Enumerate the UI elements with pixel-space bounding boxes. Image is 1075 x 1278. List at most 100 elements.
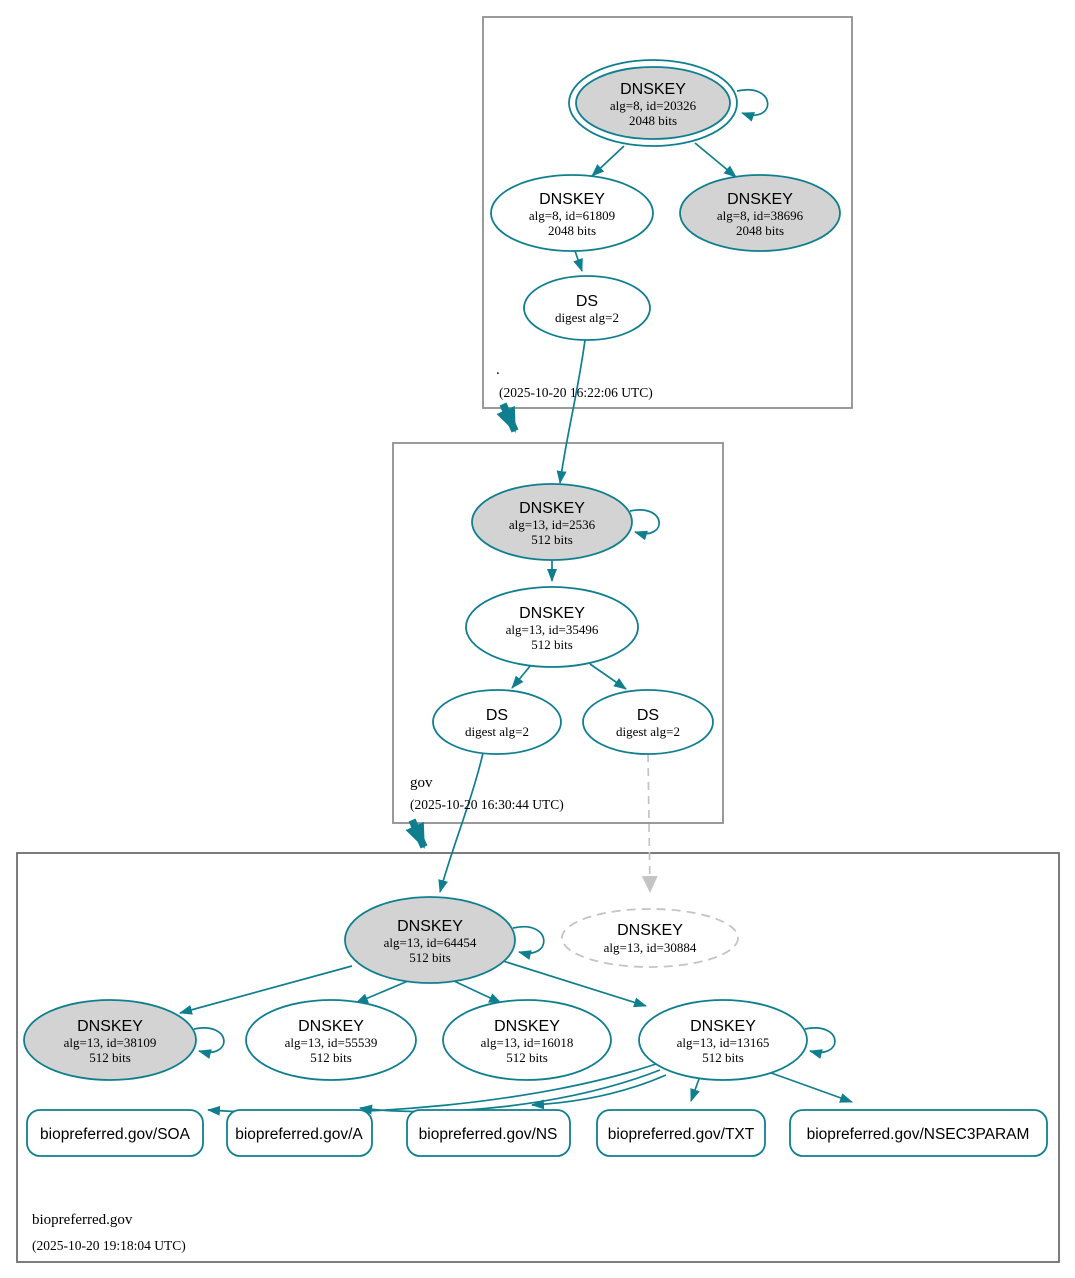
node-bio-key-38109[interactable]: DNSKEY alg=13, id=38109 512 bits (23, 999, 197, 1081)
root-key38696-ellipse (679, 174, 841, 252)
gov-ds-left-ellipse (432, 689, 562, 755)
edge-bioksk-selfloop (512, 925, 545, 960)
zone-box-gov (392, 442, 724, 824)
bio-key16018-detail: alg=13, id=16018 (481, 1035, 574, 1050)
zone-timestamp-root: (2025-10-20 16:22:06 UTC) (499, 385, 653, 400)
edge-bioksk-to-key55539 (355, 980, 409, 1004)
root-zsk-title: DNSKEY (539, 191, 605, 208)
zone-box-root (482, 16, 853, 409)
edge-key38109-selfloop (193, 1027, 225, 1059)
bio-key16018-bits: 512 bits (506, 1050, 548, 1065)
gov-zsk-ellipse (465, 586, 639, 668)
gov-ds-left-title: DS (486, 707, 508, 724)
edge-govds-to-bioksk (438, 752, 484, 893)
root-zsk-ellipse (490, 174, 654, 252)
bio-key38109-detail: alg=13, id=38109 (64, 1035, 157, 1050)
bio-ksk-detail: alg=13, id=64454 (384, 935, 477, 950)
root-key38696-title: DNSKEY (727, 191, 793, 208)
edge-key13165-to-soa (207, 1063, 657, 1116)
bio-key38109-title: DNSKEY (77, 1018, 143, 1035)
zone-timestamp-biopreferred: (2025-10-20 19:18:04 UTC) (32, 1238, 186, 1253)
edge-rootds-to-govksk (556, 339, 586, 484)
node-gov-zsk-35496[interactable]: DNSKEY alg=13, id=35496 512 bits (465, 586, 639, 668)
gov-ksk-bits: 512 bits (531, 532, 573, 547)
node-gov-ksk-2536[interactable]: DNSKEY alg=13, id=2536 512 bits (471, 483, 633, 561)
zone-label-biopreferred: biopreferred.gov (32, 1212, 133, 1228)
gov-ds-right-ellipse (582, 689, 714, 755)
edge-key13165-to-ns (531, 1074, 667, 1110)
rrset-nsec3param-label: biopreferred.gov/NSEC3PARAM (807, 1126, 1030, 1143)
node-root-zsk-61809[interactable]: DNSKEY alg=8, id=61809 2048 bits (490, 174, 654, 252)
root-ksk-inner-ring (575, 66, 731, 140)
node-gov-ds-right[interactable]: DS digest alg=2 (582, 689, 714, 755)
zone-label-root: . (496, 362, 500, 378)
node-root-ds[interactable]: DS digest alg=2 (523, 275, 651, 341)
node-bio-key-16018[interactable]: DNSKEY alg=13, id=16018 512 bits (442, 999, 612, 1081)
node-rrset-txt[interactable]: biopreferred.gov/TXT (596, 1109, 766, 1157)
gov-zsk-bits: 512 bits (531, 637, 573, 652)
root-key38696-bits: 2048 bits (736, 223, 784, 238)
bio-key55539-ellipse (245, 999, 417, 1081)
edge-rootksk-to-zsk (591, 145, 625, 177)
bio-key30884-ellipse (561, 908, 739, 968)
gov-ksk-ellipse (471, 483, 633, 561)
edge-rootzsk-to-ds (573, 250, 583, 272)
root-key38696-detail: alg=8, id=38696 (717, 208, 804, 223)
node-rrset-soa[interactable]: biopreferred.gov/SOA (26, 1109, 204, 1157)
edge-bioksk-to-key13165 (502, 960, 647, 1008)
root-zsk-detail: alg=8, id=61809 (529, 208, 615, 223)
edge-rootksk-selfloop (736, 88, 769, 122)
rrset-a-label: biopreferred.gov/A (235, 1126, 363, 1143)
node-bio-key-13165[interactable]: DNSKEY alg=13, id=13165 512 bits (638, 999, 808, 1081)
bio-key30884-detail: alg=13, id=30884 (604, 940, 697, 955)
edge-key13165-selfloop (804, 1027, 836, 1059)
edge-key13165-to-a (359, 1069, 661, 1115)
edge-key13165-to-txt (690, 1078, 700, 1102)
rrset-a-box (226, 1109, 373, 1157)
gov-zsk-detail: alg=13, id=35496 (506, 622, 599, 637)
rrset-txt-box (596, 1109, 766, 1157)
edge-bioksk-to-key38109 (179, 965, 353, 1015)
root-ksk-detail: alg=8, id=20326 (610, 98, 697, 113)
root-zsk-bits: 2048 bits (548, 223, 596, 238)
node-bio-ksk-64454[interactable]: DNSKEY alg=13, id=64454 512 bits (344, 896, 516, 984)
rrset-ns-box (406, 1109, 571, 1157)
node-bio-key-55539[interactable]: DNSKEY alg=13, id=55539 512 bits (245, 999, 417, 1081)
bio-key55539-detail: alg=13, id=55539 (285, 1035, 378, 1050)
rrset-soa-label: biopreferred.gov/SOA (40, 1126, 191, 1143)
bio-key13165-ellipse (638, 999, 808, 1081)
rrset-txt-label: biopreferred.gov/TXT (608, 1126, 755, 1143)
bio-ksk-bits: 512 bits (409, 950, 451, 965)
node-rrset-nsec3param[interactable]: biopreferred.gov/NSEC3PARAM (789, 1109, 1048, 1157)
edge-govksk-selfloop (629, 509, 660, 541)
edge-bioksk-to-key16018 (453, 980, 502, 1004)
root-ds-ellipse (523, 275, 651, 341)
node-rrset-a[interactable]: biopreferred.gov/A (226, 1109, 373, 1157)
edge-delegation-gov-to-biopreferred (405, 818, 428, 849)
root-ksk-title: DNSKEY (620, 81, 686, 98)
root-ds-detail: digest alg=2 (555, 310, 619, 325)
gov-ksk-title: DNSKEY (519, 500, 585, 517)
node-root-key-38696[interactable]: DNSKEY alg=8, id=38696 2048 bits (679, 174, 841, 252)
node-gov-ds-left[interactable]: DS digest alg=2 (432, 689, 562, 755)
node-bio-key-30884-missing[interactable]: DNSKEY alg=13, id=30884 (561, 908, 739, 968)
edge-delegation-root-to-gov (496, 402, 519, 433)
gov-ds-right-detail: digest alg=2 (616, 724, 680, 739)
node-root-ksk-20326[interactable]: DNSKEY alg=8, id=20326 2048 bits (568, 59, 738, 147)
node-rrset-ns[interactable]: biopreferred.gov/NS (406, 1109, 571, 1157)
bio-key16018-title: DNSKEY (494, 1018, 560, 1035)
zone-box-biopreferred (16, 852, 1060, 1263)
edge-key13165-to-nsec3param (762, 1069, 853, 1103)
rrset-nsec3param-box (789, 1109, 1048, 1157)
bio-key55539-title: DNSKEY (298, 1018, 364, 1035)
root-ksk-bits: 2048 bits (629, 113, 677, 128)
bio-key13165-detail: alg=13, id=13165 (677, 1035, 770, 1050)
edge-govzsk-to-dsright (589, 663, 627, 690)
gov-ds-right-title: DS (637, 707, 659, 724)
edge-govzsk-to-dsleft (511, 664, 532, 689)
bio-ksk-ellipse (344, 896, 516, 984)
edge-govds-to-missingkey-dashed (641, 753, 658, 893)
bio-key38109-ellipse (23, 999, 197, 1081)
bio-key55539-bits: 512 bits (310, 1050, 352, 1065)
